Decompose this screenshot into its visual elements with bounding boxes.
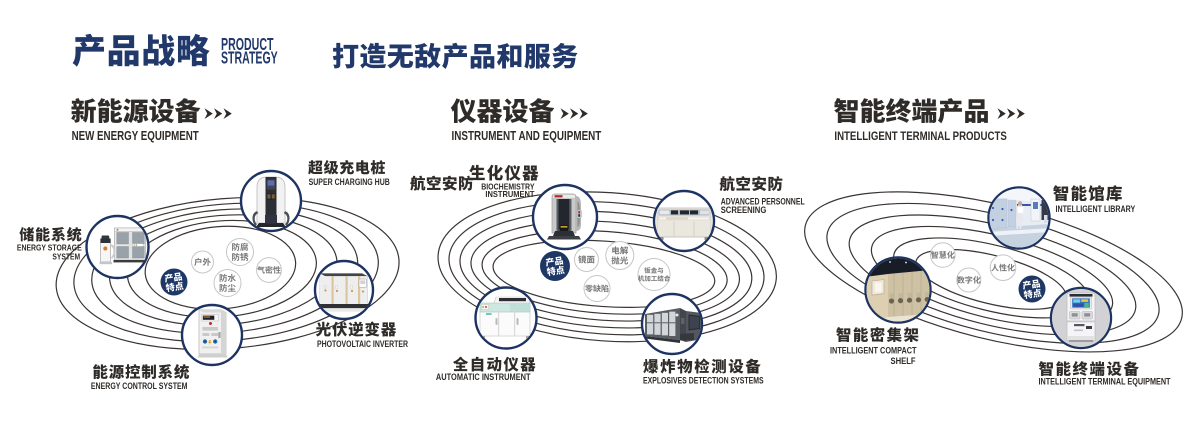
svg-text:AUTOMATIC INSTRUMENT: AUTOMATIC INSTRUMENT [436, 372, 531, 382]
svg-text:INTELLIGENT LIBRARY: INTELLIGENT LIBRARY [1056, 204, 1136, 214]
svg-text:SCREENING: SCREENING [721, 205, 767, 215]
svg-text:INTELLIGENT TERMINAL PRODUCTS: INTELLIGENT TERMINAL PRODUCTS [834, 129, 1006, 143]
svg-text:NEW ENERGY EQUIPMENT: NEW ENERGY EQUIPMENT [72, 128, 199, 143]
svg-text:STRATEGY: STRATEGY [221, 48, 278, 68]
svg-text:SHELF: SHELF [891, 356, 917, 366]
svg-text:PRODUCT: PRODUCT [221, 34, 274, 54]
svg-text:BIOCHEMISTRY: BIOCHEMISTRY [481, 182, 535, 192]
svg-text:INTELLIGENT TERMINAL EQUIPMENT: INTELLIGENT TERMINAL EQUIPMENT [1039, 377, 1171, 387]
svg-text:SUPER CHARGING HUB: SUPER CHARGING HUB [309, 177, 391, 187]
svg-text:ADVANCED PERSONNEL: ADVANCED PERSONNEL [721, 196, 805, 206]
svg-text:INTELLIGENT COMPACT: INTELLIGENT COMPACT [830, 346, 917, 356]
svg-text:EXPLOSIVES DETECTION SYSTEMS: EXPLOSIVES DETECTION SYSTEMS [643, 375, 764, 385]
svg-text:INSTRUMENT AND EQUIPMENT: INSTRUMENT AND EQUIPMENT [452, 128, 602, 143]
svg-text:SYSTEM: SYSTEM [52, 251, 80, 261]
svg-text:ENERGY STORAGE: ENERGY STORAGE [17, 242, 82, 252]
svg-text:INSTRUMENT: INSTRUMENT [485, 189, 535, 199]
svg-text:ENERGY CONTROL SYSTEM: ENERGY CONTROL SYSTEM [91, 381, 188, 391]
svg-text:PHOTOVOLTAIC INVERTER: PHOTOVOLTAIC INVERTER [317, 339, 408, 349]
